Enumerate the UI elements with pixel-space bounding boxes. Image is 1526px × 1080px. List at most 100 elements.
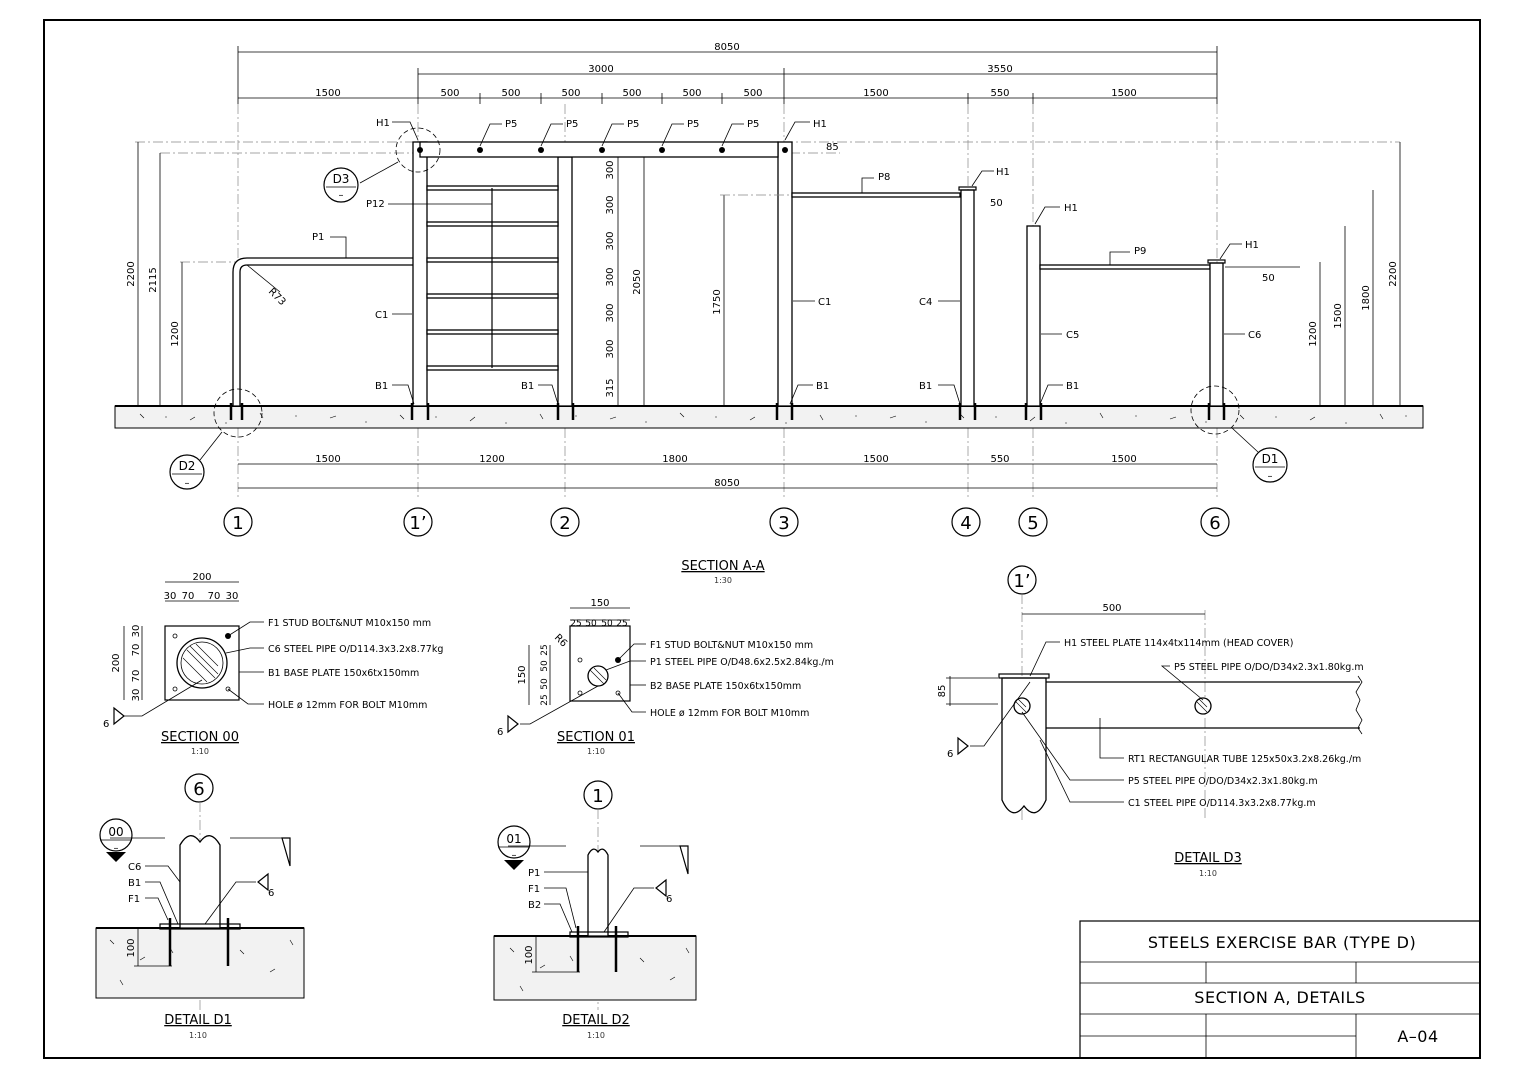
- svg-text:D1: D1: [1262, 452, 1279, 466]
- svg-text:1500: 1500: [315, 454, 340, 465]
- svg-text:5: 5: [1027, 513, 1038, 534]
- svg-text:F1: F1: [528, 884, 540, 895]
- post-c5: [1026, 225, 1041, 407]
- svg-text:100: 100: [126, 938, 137, 957]
- svg-text:B1: B1: [816, 381, 829, 392]
- title-detail-d3: DETAIL D3: [1174, 851, 1242, 866]
- svg-text:25: 25: [570, 619, 581, 629]
- post-2: [557, 156, 573, 407]
- svg-text:300: 300: [605, 267, 616, 286]
- dim-top-7: 500: [743, 88, 762, 99]
- svg-text:F1 STUD BOLT&NUT M10x150 mm: F1 STUD BOLT&NUT M10x150 mm: [650, 640, 813, 651]
- detail-d2: 1 100 P1 F1 B2 6 01 – DETAIL D2 1:10: [493, 780, 697, 1040]
- dim-top-2: 500: [440, 88, 459, 99]
- svg-text:4: 4: [960, 513, 971, 534]
- svg-text:1: 1: [592, 786, 603, 807]
- svg-text:8050: 8050: [714, 478, 739, 489]
- svg-text:6: 6: [1209, 513, 1220, 534]
- svg-text:P5: P5: [687, 119, 699, 130]
- section-01: 150 25 50 50 25 150 25 50 50 25 R6 F1 ST…: [497, 598, 834, 756]
- dim-top-10: 1500: [1111, 88, 1136, 99]
- svg-text:C5: C5: [1066, 330, 1079, 341]
- sheet-number: A–04: [1397, 1027, 1438, 1046]
- ground-slab: [114, 405, 1424, 429]
- svg-text:01: 01: [506, 832, 521, 846]
- p5-holes: [417, 147, 788, 153]
- dim-top-1: 1500: [315, 88, 340, 99]
- scale-section-aa: 1:30: [714, 576, 732, 585]
- dim-3000: 3000: [588, 64, 613, 75]
- dim-total-top: 8050: [714, 42, 739, 53]
- svg-text:B1: B1: [375, 381, 388, 392]
- svg-text:70: 70: [208, 591, 221, 602]
- svg-text:50: 50: [540, 678, 550, 690]
- svg-text:–: –: [185, 478, 190, 489]
- svg-text:6: 6: [103, 719, 109, 730]
- svg-text:P5 STEEL PIPE O/DO/D34x2.3x1.8: P5 STEEL PIPE O/DO/D34x2.3x1.80kg.m: [1174, 662, 1364, 673]
- svg-text:2200: 2200: [1388, 261, 1399, 286]
- bar-p8: [791, 192, 961, 198]
- svg-text:H1: H1: [1064, 203, 1078, 214]
- svg-text:1:10: 1:10: [189, 1031, 207, 1040]
- svg-text:300: 300: [605, 303, 616, 322]
- dim-top-6: 500: [682, 88, 701, 99]
- svg-text:B1: B1: [919, 381, 932, 392]
- title-detail-d2: DETAIL D2: [562, 1013, 630, 1028]
- bar-p9: [1039, 264, 1211, 270]
- detail-d3: 1’ 500 85 H1 STEEL PLATE 114x4tx114mm (H…: [937, 565, 1364, 878]
- svg-text:C6: C6: [128, 862, 141, 873]
- detail-callouts: D3 – D2 – D1 –: [169, 127, 1288, 490]
- title-block: STEELS EXERCISE BAR (TYPE D) SECTION A, …: [1079, 920, 1481, 1059]
- svg-text:50: 50: [585, 619, 597, 629]
- svg-text:1’: 1’: [409, 513, 426, 534]
- svg-text:H1: H1: [813, 119, 827, 130]
- dim-top-3: 500: [501, 88, 520, 99]
- svg-text:HOLE ø 12mm FOR BOLT M10mm: HOLE ø 12mm FOR BOLT M10mm: [268, 700, 427, 711]
- svg-text:RT1 RECTANGULAR TUBE 125x50x3.: RT1 RECTANGULAR TUBE 125x50x3.2x8.26kg./…: [1128, 754, 1361, 765]
- title-section-01: SECTION 01: [557, 730, 635, 745]
- svg-text:70: 70: [131, 644, 142, 657]
- label-p1: P1: [312, 232, 324, 243]
- svg-text:30: 30: [131, 625, 142, 638]
- svg-text:–: –: [114, 843, 119, 854]
- svg-text:B1: B1: [1066, 381, 1079, 392]
- svg-text:D3: D3: [333, 172, 350, 186]
- svg-text:30: 30: [226, 591, 239, 602]
- svg-text:50: 50: [990, 198, 1003, 209]
- svg-text:85: 85: [937, 685, 948, 698]
- svg-text:B1: B1: [521, 381, 534, 392]
- svg-text:–: –: [1268, 471, 1273, 482]
- svg-text:C1: C1: [818, 297, 831, 308]
- svg-text:25: 25: [540, 694, 550, 705]
- svg-text:2: 2: [559, 513, 570, 534]
- title-detail-d1: DETAIL D1: [164, 1013, 232, 1028]
- svg-text:00: 00: [108, 825, 123, 839]
- svg-text:1: 1: [232, 513, 243, 534]
- svg-text:30: 30: [131, 689, 142, 702]
- label-p8: P8: [878, 172, 890, 183]
- svg-text:H1: H1: [376, 118, 390, 129]
- svg-text:1500: 1500: [1111, 454, 1136, 465]
- svg-text:HOLE ø 12mm FOR BOLT M10mm: HOLE ø 12mm FOR BOLT M10mm: [650, 708, 809, 719]
- svg-text:50: 50: [1262, 273, 1275, 284]
- dim-top-4: 500: [561, 88, 580, 99]
- project-title: STEELS EXERCISE BAR (TYPE D): [1148, 933, 1416, 952]
- svg-text:2115: 2115: [148, 267, 159, 292]
- dim-top-9: 550: [990, 88, 1009, 99]
- left-height-dims: 2200 2115 1200: [126, 142, 183, 406]
- svg-text:P5: P5: [566, 119, 578, 130]
- svg-text:P1: P1: [528, 868, 540, 879]
- section-00: 200 30 70 70 30 200 30 70 70 30 F1 STUD …: [103, 572, 443, 756]
- dim-top-8: 1500: [863, 88, 888, 99]
- svg-text:100: 100: [524, 945, 535, 964]
- svg-text:315: 315: [605, 378, 616, 397]
- svg-text:R6: R6: [552, 632, 569, 649]
- svg-text:1:10: 1:10: [191, 747, 209, 756]
- svg-text:30: 30: [164, 591, 177, 602]
- svg-text:70: 70: [131, 670, 142, 683]
- svg-text:1:10: 1:10: [1199, 869, 1217, 878]
- svg-text:P5 STEEL PIPE O/DO/D34x2.3x1.8: P5 STEEL PIPE O/DO/D34x2.3x1.80kg.m: [1128, 776, 1318, 787]
- sheet-title: SECTION A, DETAILS: [1194, 988, 1365, 1007]
- svg-text:25: 25: [540, 644, 550, 655]
